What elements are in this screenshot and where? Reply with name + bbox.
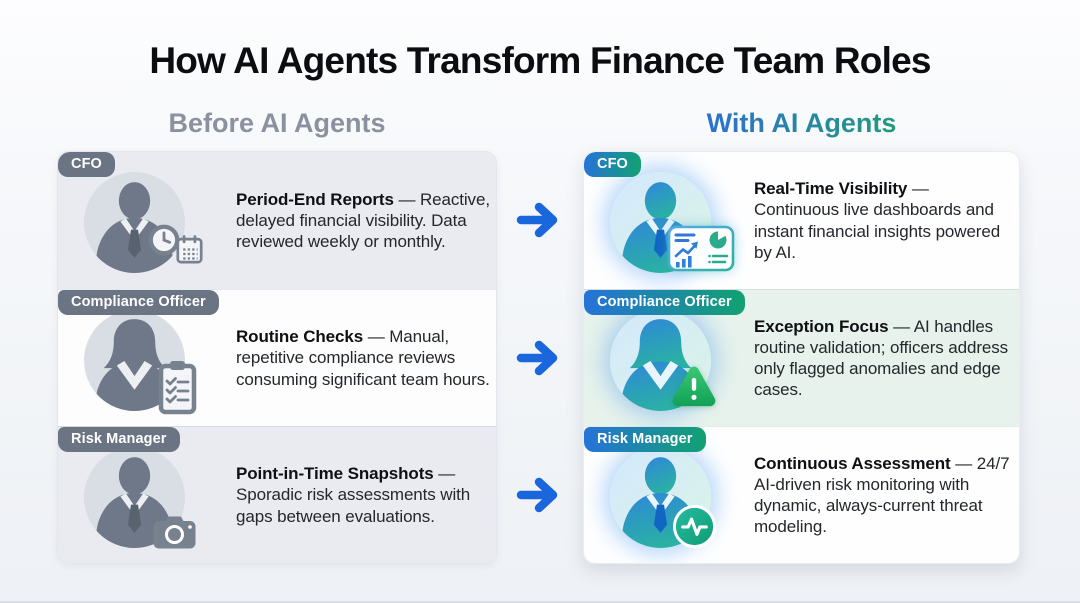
with-row-compliance: Compliance Officer Exception Focus — AI … [584, 289, 1019, 426]
role-badge-cfo: CFO [58, 152, 115, 177]
warning-triangle-icon [672, 366, 716, 407]
body-text: — Reactive, delayed financial visibility… [236, 189, 490, 252]
before-risk-description: Point-in-Time Snapshots — Sporadic risk … [236, 427, 494, 563]
body-text: — Sporadic risk assessments with gaps be… [236, 464, 471, 526]
role-badge-risk: Risk Manager [58, 427, 180, 452]
lead-text: Routine Checks [236, 327, 364, 347]
role-badge-compliance: Compliance Officer [584, 290, 745, 315]
body-text: — AI handles routine validation; officer… [754, 316, 1009, 400]
column-header-before: Before AI Agents [168, 108, 386, 138]
dashboard-charts-icon [667, 225, 735, 272]
lead-text: Period-End Reports [236, 189, 394, 209]
lead-text: Exception Focus [754, 316, 889, 336]
before-row-cfo: CFO Perio [58, 152, 496, 289]
with-risk-description: Continuous Assessment — 24/7 AI-driven r… [754, 427, 1018, 563]
lead-text: Point-in-Time Snapshots [236, 464, 434, 484]
right-arrow-icon [516, 202, 558, 238]
with-row-cfo: CFO [584, 152, 1019, 289]
right-arrow-icon [516, 340, 558, 376]
role-badge-compliance: Compliance Officer [58, 290, 219, 315]
person-silhouette [94, 319, 175, 411]
male-avatar [84, 447, 185, 548]
with-compliance-description: Exception Focus — AI handles routine val… [754, 290, 1018, 426]
body-text: — Manual, repetitive compliance reviews … [236, 327, 490, 389]
page-title: How AI Agents Transform Finance Team Rol… [149, 40, 931, 81]
lead-text: Real-Time Visibility [754, 179, 908, 199]
with-cfo-description: Real-Time Visibility — Continuous live d… [754, 152, 1018, 289]
body-text: — 24/7 AI-driven risk monitoring with dy… [754, 453, 1010, 537]
with-column-card: CFO [583, 151, 1020, 564]
lead-text: Continuous Assessment [754, 453, 951, 473]
before-column-card: CFO Perio [57, 151, 497, 564]
pulse-monitor-icon [672, 504, 717, 549]
right-arrow-icon [516, 477, 558, 513]
body-text: — Continuous live dashboards and instant… [754, 179, 1001, 262]
clipboard-checklist-icon [158, 361, 197, 415]
female-avatar [84, 310, 185, 411]
column-header-with: With AI Agents [583, 108, 1020, 139]
before-row-compliance: Compliance Officer Routine Checks [58, 289, 496, 426]
before-compliance-description: Routine Checks — Manual, repetitive comp… [236, 290, 494, 426]
before-row-risk: Risk Manager Point-in-Time Snapshots — S… [58, 426, 496, 563]
before-cfo-description: Period-End Reports — Reactive, delayed f… [236, 152, 494, 289]
with-row-risk: Risk Manager Continuous Assessment — 24/… [584, 426, 1019, 563]
role-badge-cfo: CFO [584, 152, 641, 177]
camera-icon [153, 516, 196, 549]
role-badge-risk: Risk Manager [584, 427, 706, 452]
calendar-icon [176, 235, 203, 264]
